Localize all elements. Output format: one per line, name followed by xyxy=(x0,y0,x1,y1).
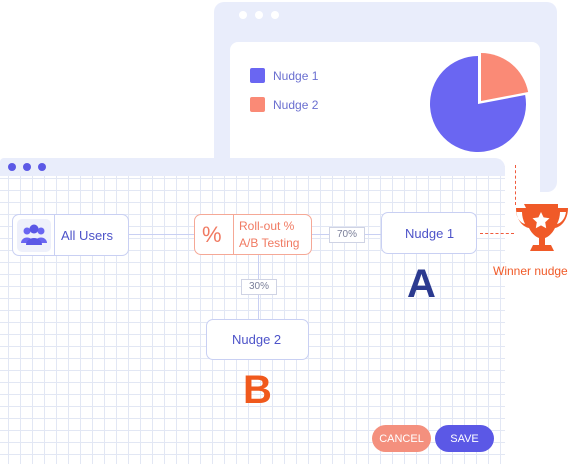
window-controls xyxy=(8,163,46,171)
variant-a-letter: A xyxy=(407,262,436,306)
all-users-label: All Users xyxy=(61,228,114,243)
window-dot[interactable] xyxy=(8,163,16,171)
winner-connector xyxy=(515,165,516,205)
nudge-1-label: Nudge 1 xyxy=(405,226,455,241)
pie-slice-nudge-1 xyxy=(430,56,526,152)
legend-item-nudge-2: Nudge 2 xyxy=(250,97,318,112)
split-subtitle: A/B Testing xyxy=(239,236,300,250)
node-divider xyxy=(54,215,55,255)
branch-b-percent: 30% xyxy=(241,279,277,295)
branch-a-percent: 70% xyxy=(329,227,365,243)
trophy-icon xyxy=(516,204,568,251)
flow-builder-window xyxy=(0,158,505,464)
window-dot[interactable] xyxy=(23,163,31,171)
pie-slice-nudge-2 xyxy=(481,53,529,101)
percent-icon-box: % xyxy=(195,215,234,254)
percent-icon: % xyxy=(202,222,222,247)
nudge-2-node[interactable]: Nudge 2 xyxy=(206,319,309,360)
all-users-node[interactable]: All Users xyxy=(12,214,129,256)
window-controls xyxy=(239,11,279,19)
window-dot[interactable] xyxy=(255,11,263,19)
users-icon xyxy=(17,219,51,252)
window-dot[interactable] xyxy=(271,11,279,19)
save-button[interactable]: SAVE xyxy=(435,425,494,452)
split-title: Roll-out % xyxy=(239,219,295,233)
legend-swatch xyxy=(250,68,265,83)
legend-item-nudge-1: Nudge 1 xyxy=(250,68,318,83)
window-dot[interactable] xyxy=(38,163,46,171)
legend-swatch xyxy=(250,97,265,112)
variant-b-letter: B xyxy=(243,368,272,412)
connector-users-split xyxy=(128,234,194,235)
legend-label: Nudge 1 xyxy=(273,68,319,83)
ab-split-node[interactable]: % Roll-out % A/B Testing xyxy=(194,214,312,255)
window-titlebar xyxy=(0,158,505,176)
nudge-1-node[interactable]: Nudge 1 xyxy=(381,212,477,254)
legend-label: Nudge 2 xyxy=(273,97,319,112)
results-pie-chart xyxy=(430,53,529,152)
winner-connector xyxy=(480,233,514,234)
nudge-2-label: Nudge 2 xyxy=(232,332,282,347)
winner-label: Winner nudge xyxy=(493,264,568,278)
window-dot[interactable] xyxy=(239,11,247,19)
cancel-button[interactable]: CANCEL xyxy=(372,425,431,452)
